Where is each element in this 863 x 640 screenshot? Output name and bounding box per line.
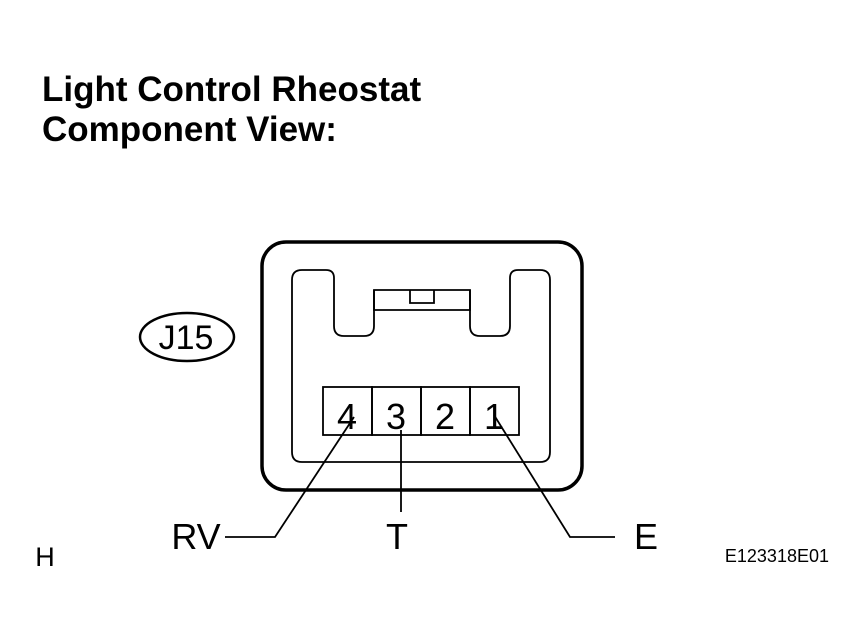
diagram-title: Light Control Rheostat Component View: (42, 70, 421, 150)
connector-code: J15 (159, 319, 214, 357)
terminal-block (322, 386, 520, 436)
leader-line-e (493, 414, 615, 538)
signal-label-e: E (634, 516, 658, 557)
pin-number: 4 (337, 396, 357, 437)
leader-line-rv (225, 416, 355, 538)
pin-number: 3 (386, 396, 406, 437)
connector-code-badge (138, 311, 236, 363)
signal-label-rv: RV (171, 516, 220, 557)
connector-housing-outer (260, 240, 584, 492)
figure-id: E123318E01 (725, 546, 829, 566)
footer-left-mark: H (35, 542, 55, 572)
title-line-1: Light Control Rheostat (42, 70, 422, 109)
title-line-2: Component View: (42, 110, 337, 149)
pin-number: 2 (435, 396, 455, 437)
terminal-cell (469, 386, 520, 436)
connector-lock-tab (373, 290, 471, 311)
connector-housing-inner (291, 269, 551, 463)
signal-label-t: T (386, 516, 408, 557)
